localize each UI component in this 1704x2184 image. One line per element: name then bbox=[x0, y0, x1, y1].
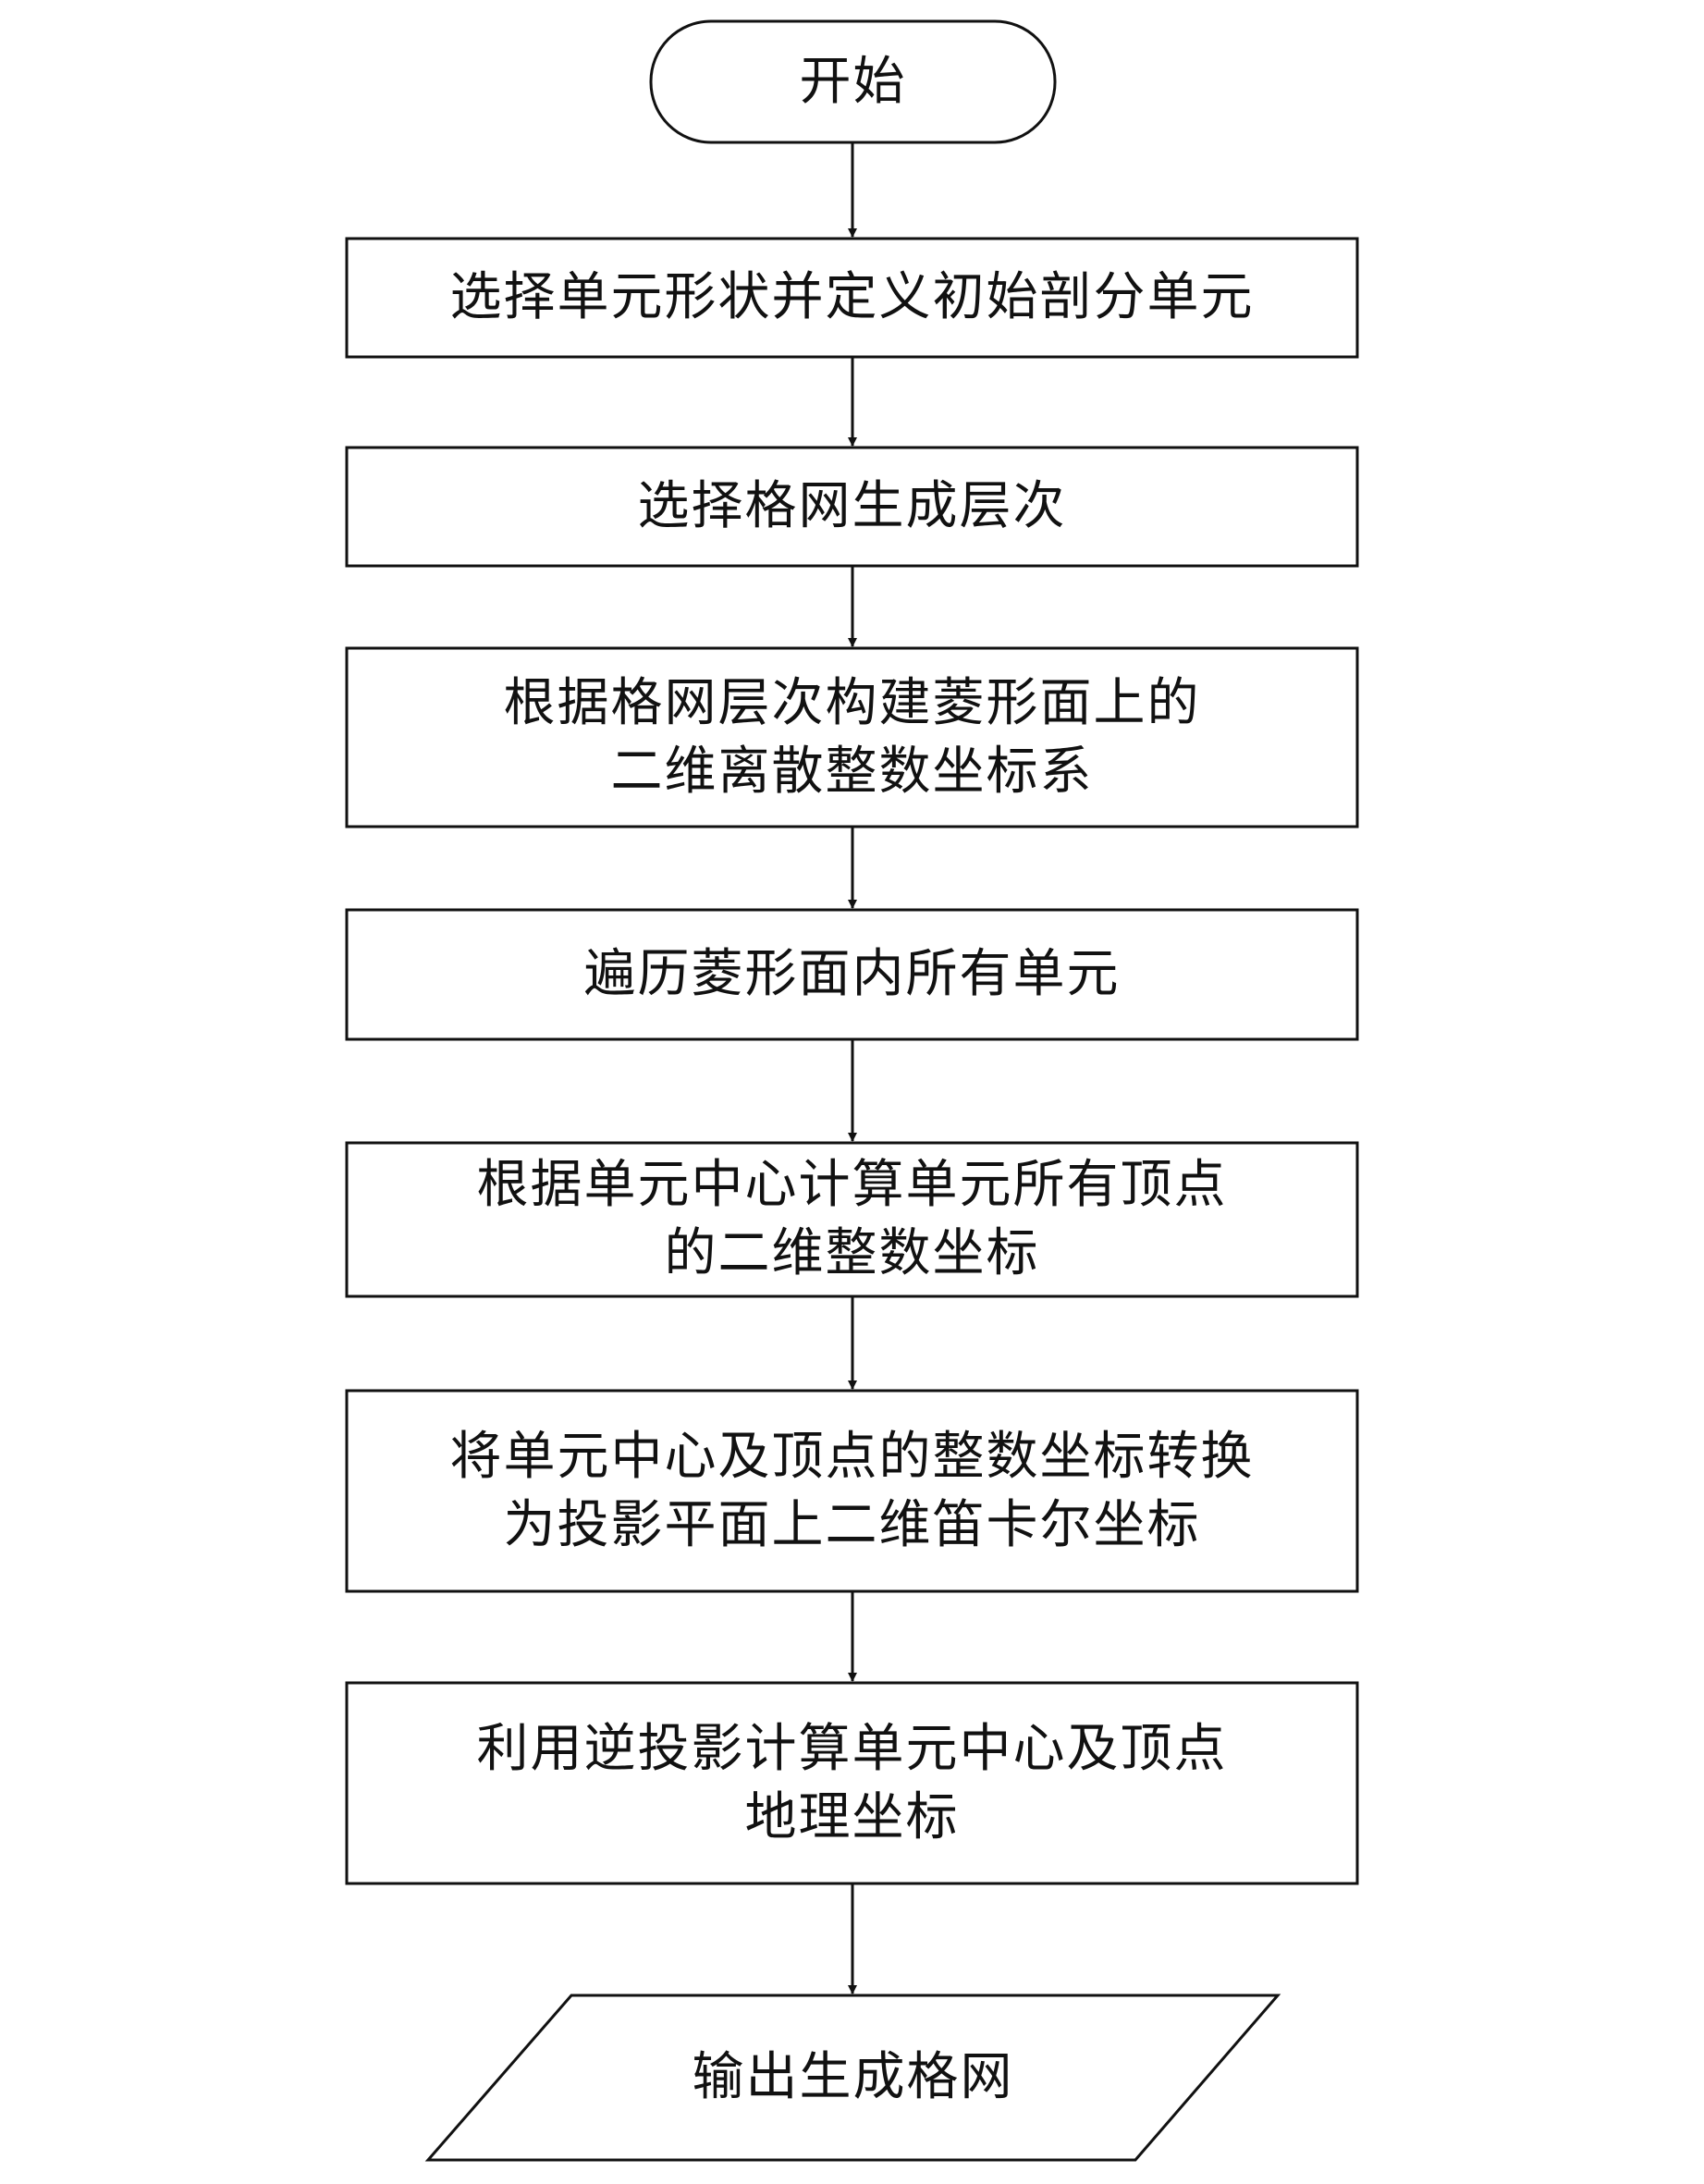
step-text: 选择单元形状并定义初始剖分单元 bbox=[449, 267, 1255, 327]
step-7: 利用逆投影计算单元中心及顶点 地理坐标 bbox=[347, 1683, 1357, 1883]
step-text: 根据单元中心计算单元所有顶点 bbox=[476, 1155, 1228, 1215]
start-label: 开始 bbox=[799, 51, 907, 112]
step-6: 将单元中心及顶点的整数坐标转换 为投影平面上二维笛卡尔坐标 bbox=[347, 1391, 1357, 1591]
step-1: 选择单元形状并定义初始剖分单元 bbox=[347, 239, 1357, 357]
output-parallelogram bbox=[424, 1994, 1281, 2162]
step-text: 利用逆投影计算单元中心及顶点 bbox=[476, 1718, 1228, 1779]
step-text: 根据格网层次构建菱形面上的 bbox=[503, 672, 1201, 733]
step-text: 的二维整数坐标 bbox=[664, 1223, 1040, 1283]
output-label: 输出生成格网 bbox=[692, 2047, 1014, 2107]
step-text: 二维离散整数坐标系 bbox=[610, 741, 1094, 802]
step-text: 为投影平面上二维笛卡尔坐标 bbox=[503, 1494, 1201, 1555]
step-text: 遍历菱形面内所有单元 bbox=[583, 944, 1121, 1004]
step-4: 遍历菱形面内所有单元 bbox=[347, 910, 1357, 1039]
step-text: 地理坐标 bbox=[744, 1786, 960, 1847]
step-text: 选择格网生成层次 bbox=[637, 476, 1067, 536]
step-3: 根据格网层次构建菱形面上的 二维离散整数坐标系 bbox=[347, 648, 1357, 827]
step-2: 选择格网生成层次 bbox=[347, 448, 1357, 566]
step-text: 将单元中心及顶点的整数坐标转换 bbox=[449, 1426, 1255, 1487]
step-5: 根据单元中心计算单元所有顶点 的二维整数坐标 bbox=[347, 1143, 1357, 1296]
